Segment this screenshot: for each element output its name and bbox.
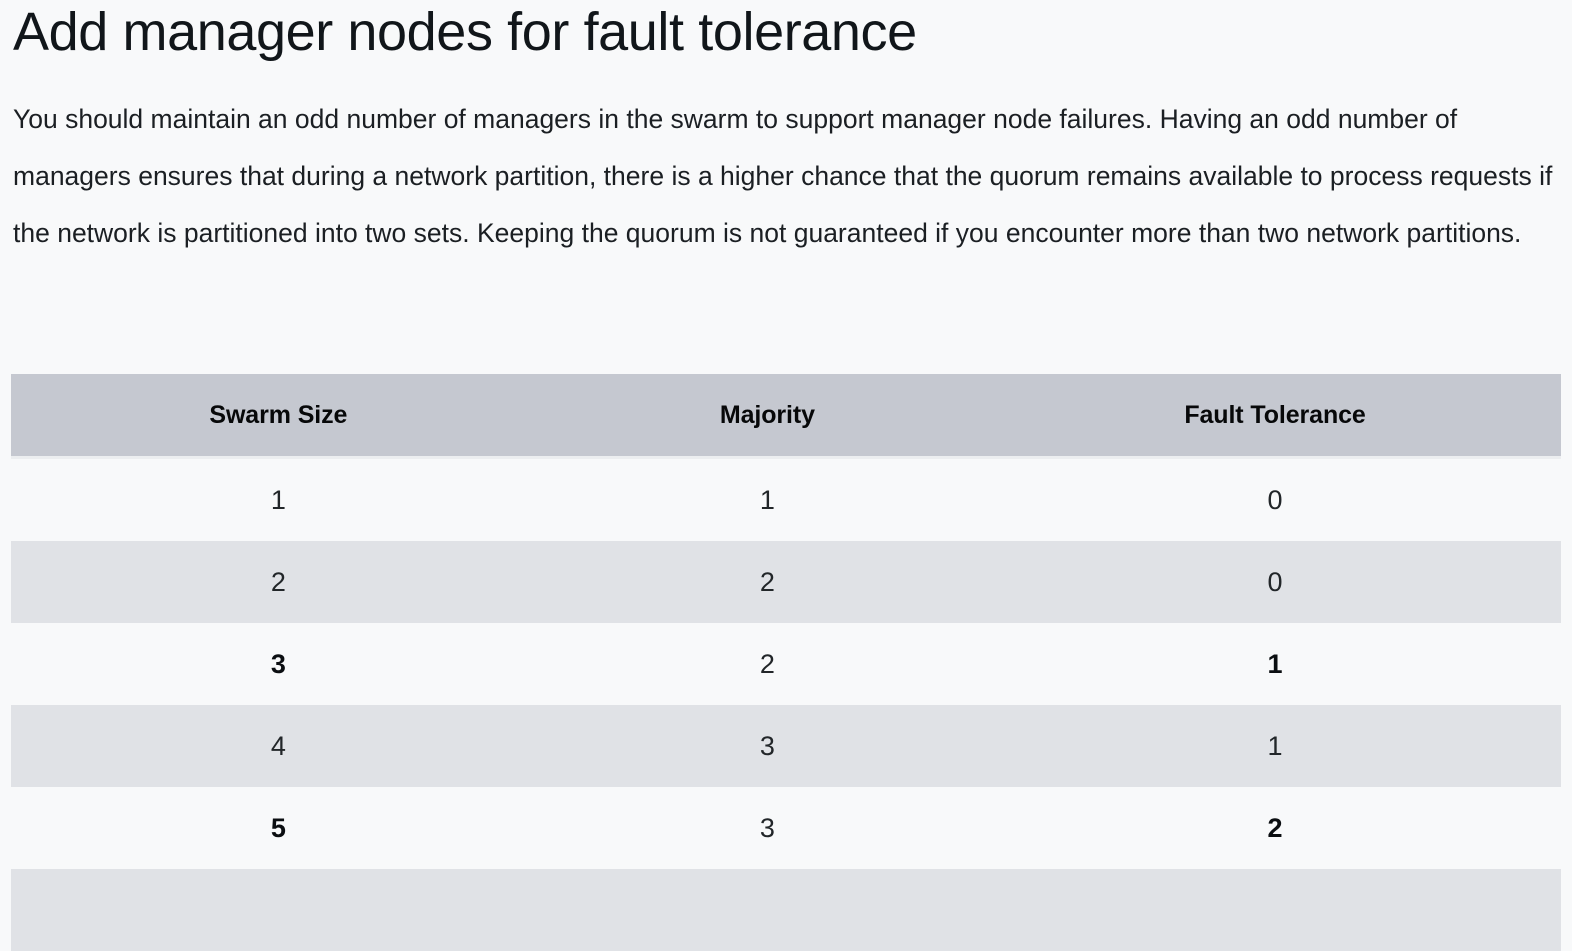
intro-paragraph: You should maintain an odd number of man… <box>11 61 1561 262</box>
cell-majority: 2 <box>546 623 989 705</box>
cell-swarm-size: 4 <box>11 705 546 787</box>
table-header: Swarm Size Majority Fault Tolerance <box>11 374 1561 458</box>
table-body: 1 1 0 2 2 0 3 2 1 4 3 1 <box>11 458 1561 951</box>
table-header-row: Swarm Size Majority Fault Tolerance <box>11 374 1561 458</box>
document-page: Add manager nodes for fault tolerance Yo… <box>0 0 1572 882</box>
column-header-swarm-size: Swarm Size <box>11 374 546 458</box>
cell-swarm-size: 2 <box>11 541 546 623</box>
cell-swarm-size <box>11 869 546 951</box>
cell-majority: 2 <box>546 541 989 623</box>
cell-majority <box>546 869 989 951</box>
cell-majority: 3 <box>546 787 989 869</box>
cell-fault-tolerance: 0 <box>989 541 1561 623</box>
cell-majority: 1 <box>546 458 989 542</box>
table-row: 3 2 1 <box>11 623 1561 705</box>
page-title: Add manager nodes for fault tolerance <box>11 0 1561 61</box>
column-header-fault-tolerance: Fault Tolerance <box>989 374 1561 458</box>
cell-fault-tolerance: 0 <box>989 458 1561 542</box>
table-row <box>11 869 1561 951</box>
table-row: 1 1 0 <box>11 458 1561 542</box>
table-row: 4 3 1 <box>11 705 1561 787</box>
column-header-majority: Majority <box>546 374 989 458</box>
cell-swarm-size: 3 <box>11 623 546 705</box>
cell-majority: 3 <box>546 705 989 787</box>
cell-fault-tolerance: 1 <box>989 623 1561 705</box>
cell-swarm-size: 5 <box>11 787 546 869</box>
cell-fault-tolerance: 1 <box>989 705 1561 787</box>
table-row: 2 2 0 <box>11 541 1561 623</box>
fault-tolerance-table: Swarm Size Majority Fault Tolerance 1 1 … <box>11 374 1561 951</box>
cell-fault-tolerance: 2 <box>989 787 1561 869</box>
cell-fault-tolerance <box>989 869 1561 951</box>
fault-tolerance-table-wrapper: Swarm Size Majority Fault Tolerance 1 1 … <box>11 374 1561 951</box>
table-row: 5 3 2 <box>11 787 1561 869</box>
cell-swarm-size: 1 <box>11 458 546 542</box>
